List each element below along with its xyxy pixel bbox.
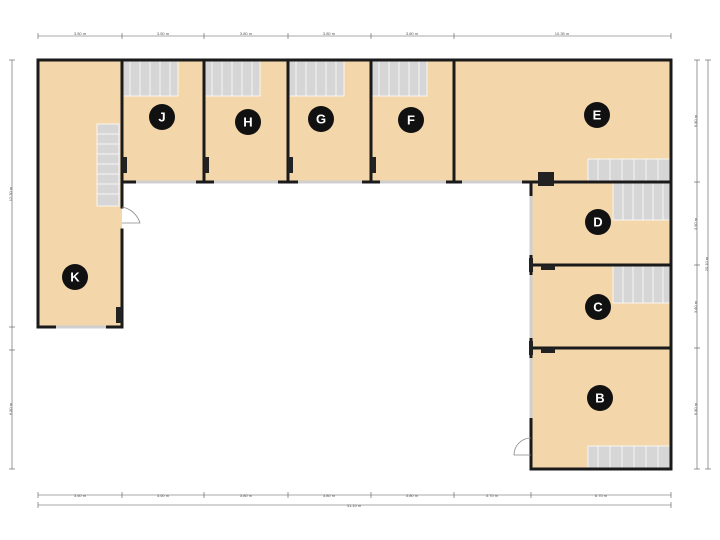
dim-top-4: 3.80 m (323, 31, 336, 36)
room-label-e: E (584, 102, 610, 128)
dim-right-2: 3.90 m (693, 217, 698, 230)
fixture-j (122, 157, 127, 173)
room-label-j: J (149, 104, 175, 130)
stair-b (587, 445, 672, 470)
dim-bottom-total: 31.10 m (347, 503, 362, 508)
dim-bottom-4: 3.80 m (323, 493, 336, 498)
svg-text:C: C (593, 300, 603, 315)
fixture-c (541, 265, 555, 270)
svg-text:B: B (595, 391, 604, 406)
fixture-g (288, 157, 293, 173)
stair-e (587, 158, 672, 183)
stair-k (96, 123, 120, 207)
stair-d (612, 182, 672, 221)
room-label-f: F (398, 107, 424, 133)
dim-left-2: 6.80 m (8, 402, 13, 415)
fixture-e (538, 172, 554, 186)
fixture-h (204, 157, 209, 173)
fixture-k (116, 307, 122, 323)
svg-text:H: H (243, 115, 252, 130)
dim-bottom-2: 3.50 m (157, 493, 170, 498)
room-label-b: B (587, 385, 613, 411)
room-label-g: G (308, 106, 334, 132)
svg-text:F: F (407, 113, 415, 128)
room-label-k: K (62, 264, 88, 290)
dim-bottom-5: 3.80 m (406, 493, 419, 498)
dim-top-6: 10.35 m (555, 31, 570, 36)
dim-bottom-6: 3.75 m (486, 493, 499, 498)
dim-right-3: 3.80 m (693, 300, 698, 313)
dim-right-total: 20.10 m (704, 256, 709, 271)
svg-text:K: K (70, 270, 80, 285)
room-label-d: D (585, 209, 611, 235)
room-labels: K J H G F E D C (62, 102, 613, 411)
fixture-f (371, 157, 376, 173)
dim-top-2: 3.50 m (157, 31, 170, 36)
dim-top-1: 3.50 m (74, 31, 87, 36)
stair-c (612, 265, 672, 304)
svg-text:J: J (158, 110, 165, 125)
room-label-c: C (585, 294, 611, 320)
dim-top-3: 3.80 m (240, 31, 253, 36)
door-k (121, 206, 141, 224)
svg-text:D: D (593, 215, 602, 230)
door-b (513, 437, 532, 456)
wall-k-right-lower (104, 228, 124, 329)
dim-top-5: 3.80 m (406, 31, 419, 36)
dim-right-4: 6.80 m (693, 402, 698, 415)
dim-bottom-7: 6.75 m (595, 493, 608, 498)
dim-right-1: 6.80 m (693, 114, 698, 127)
wall-k-left (36, 58, 58, 329)
room-label-h: H (235, 109, 261, 135)
dim-left-1: 12.30 m (8, 186, 13, 201)
glazing (56, 180, 533, 418)
fixture-d (529, 258, 533, 272)
svg-text:G: G (316, 112, 326, 127)
dim-bottom-1: 3.50 m (74, 493, 87, 498)
dim-bottom-3: 3.80 m (240, 493, 253, 498)
fixture-c-left (529, 341, 533, 355)
doors (121, 206, 532, 456)
fixture-b (541, 348, 555, 353)
svg-text:E: E (593, 108, 602, 123)
stairs (96, 59, 672, 470)
fixtures (116, 157, 555, 355)
dimensions: 3.50 m 3.50 m 3.80 m 3.80 m 3.80 m 10.35… (8, 31, 711, 508)
